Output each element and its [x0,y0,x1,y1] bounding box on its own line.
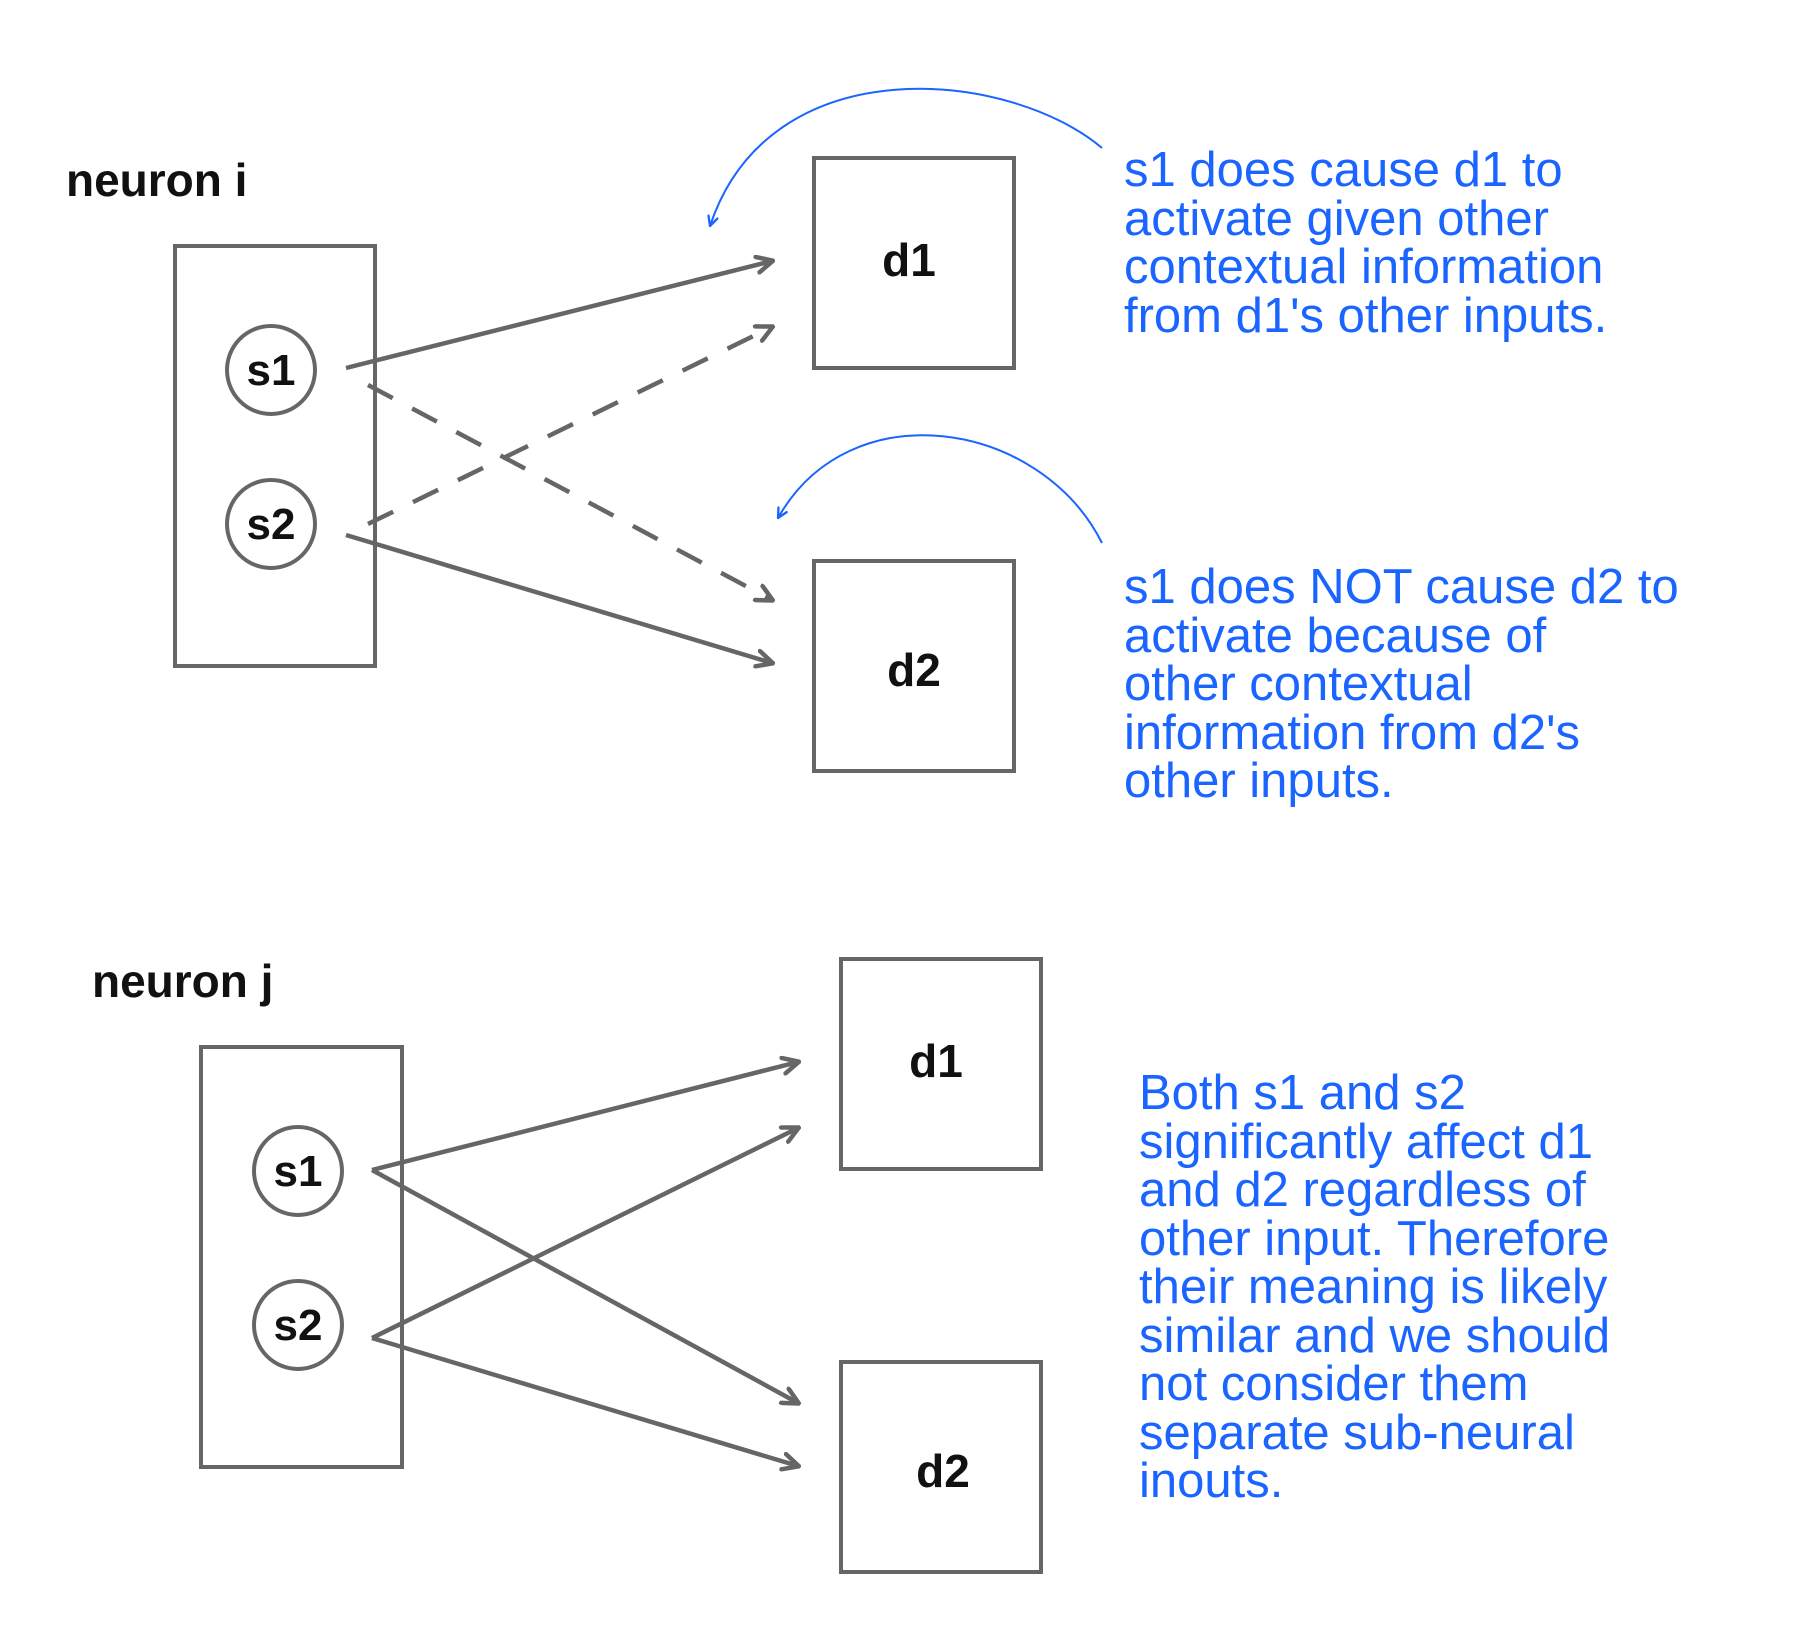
note-line: other inputs. [1124,754,1394,808]
edge-j-s2-d2 [371,1335,798,1466]
note-line: significantly affect d1 [1139,1114,1593,1169]
neuron-i-d2-label: d2 [887,644,941,696]
note-line: separate sub-neural [1139,1405,1575,1460]
neuron-j-d2-label: d2 [916,1445,970,1497]
note-line: contextual information [1124,240,1604,294]
neuron-i-d1-label: d1 [882,234,936,286]
neuron-i-d2-box [812,559,1016,773]
neuron-j-box [199,1045,404,1469]
note-line: their meaning is likely [1139,1260,1608,1314]
neuron-i-title: neuron i [66,154,247,206]
note-line: other input. Therefore [1139,1211,1610,1266]
annotation-note-d1: s1 does cause d1 to activate given other… [1124,146,1607,340]
note-line: from d1's other inputs. [1124,288,1608,343]
neuron-j-title: neuron j [92,955,273,1007]
note-line: Both s1 and s2 [1139,1066,1466,1120]
annotation-arrow-d2 [776,434,1103,544]
neuron-j-d1-box [839,957,1043,1171]
neuron-i-d1-box [812,156,1016,370]
edge-i-s2-d1-dashed [367,327,772,527]
annotation-arrow-d1 [707,87,1103,228]
edge-i-s1-d1 [345,261,772,371]
neuron-j-s1-label: s1 [274,1147,323,1196]
annotation-note-neuron-j: Both s1 and s2 significantly affect d1 a… [1139,1069,1610,1506]
note-line: and d2 regardless of [1139,1163,1586,1217]
edge-j-s1-d1 [371,1062,798,1173]
neuron-j-s2-label: s2 [274,1301,323,1350]
neuron-j-d2-box [839,1360,1043,1574]
panel-neuron-j: neuron j s1 s2 d1 d2 [92,955,1043,1574]
annotation-note-d2: s1 does NOT cause d2 to activate because… [1124,563,1679,806]
edge-i-s1-d2-dashed [366,383,772,600]
panel-neuron-i: neuron i s1 s2 d1 d2 [66,87,1103,773]
neuron-i-s2-node [225,478,317,570]
neuron-j-s1-node [252,1125,344,1217]
edge-j-s2-d1 [371,1128,798,1341]
edge-j-s1-d2 [370,1168,798,1403]
neuron-i-s1-node [225,324,317,416]
note-line: s1 does cause d1 to [1124,143,1563,197]
note-line: inouts. [1139,1454,1284,1508]
neuron-i-s1-label: s1 [247,346,296,395]
note-line: not consider them [1139,1357,1529,1411]
note-line: other contextual [1124,657,1473,711]
neuron-j-s2-node [252,1279,344,1371]
edge-i-s2-d2 [345,532,772,663]
neuron-j-d1-label: d1 [909,1035,963,1087]
note-line: activate given other [1124,191,1549,246]
note-line: activate because of [1124,608,1547,663]
note-line: similar and we should [1139,1308,1611,1363]
note-line: s1 does NOT cause d2 to [1124,560,1679,614]
neuron-i-s2-label: s2 [247,500,296,549]
note-line: information from d2's [1124,705,1580,760]
neuron-i-box [173,244,377,668]
